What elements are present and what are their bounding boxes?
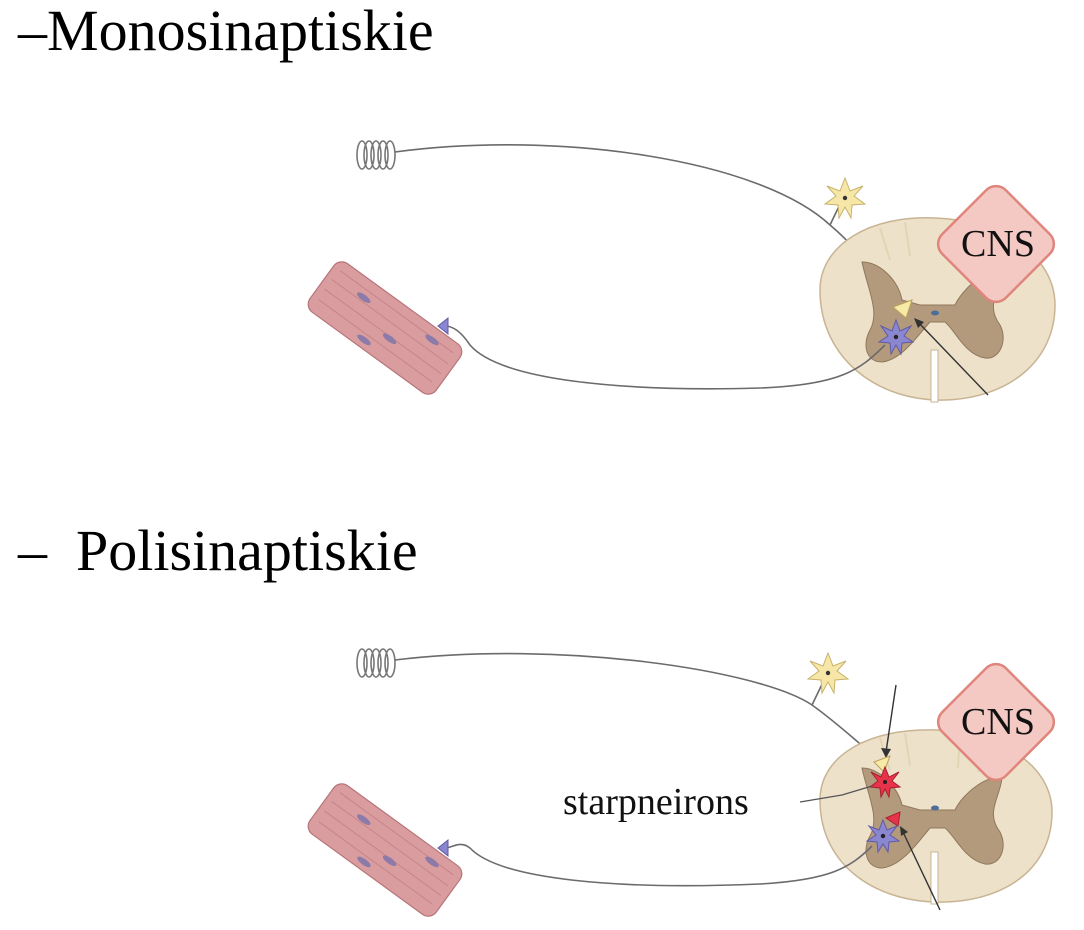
- cns-label: CNS: [961, 701, 1035, 743]
- section-title-polysynaptic: – Polisinaptiskie: [18, 522, 418, 580]
- interneuron-synapse: [884, 811, 901, 827]
- muscle-spindle-receptor: [356, 140, 396, 170]
- neuromuscular-junction: [437, 316, 449, 336]
- motor-efferent-fiber: [444, 843, 873, 887]
- motor-efferent-fiber: [444, 325, 886, 390]
- motor-neuron-cell-body: [877, 318, 915, 356]
- cns-badge: CNS: [936, 184, 1056, 304]
- sensory-neuron-cell-body: [806, 651, 850, 695]
- interneuron-cell-body: [868, 765, 902, 799]
- monosynaptic-diagram: CNS: [307, 140, 1056, 403]
- skeletal-muscle: [307, 261, 463, 395]
- synapse-terminal: [892, 299, 913, 319]
- synapse-terminal: [873, 755, 891, 773]
- callout-leader-line: [799, 785, 873, 803]
- section-title-monosynaptic: –Monosinaptiskie: [18, 2, 434, 60]
- pointer-line-top: [885, 684, 897, 753]
- sensory-afferent-fiber: [394, 652, 881, 761]
- title-text: Monosinaptiskie: [47, 0, 434, 63]
- cns-badge: CNS: [936, 662, 1056, 782]
- callout-label-interneuron: starpneirons: [563, 781, 749, 823]
- polysynaptic-diagram: starpneirons CNS: [307, 648, 1056, 917]
- title-dash: –: [18, 518, 47, 583]
- pointer-line: [917, 321, 989, 396]
- skeletal-muscle: [307, 783, 463, 917]
- title-text: Polisinaptiskie: [76, 518, 418, 583]
- cns-label: CNS: [961, 223, 1035, 265]
- sensory-neuron-cell-body: [823, 176, 867, 220]
- motor-neuron-cell-body: [865, 818, 901, 854]
- muscle-spindle-receptor: [356, 648, 396, 678]
- neuromuscular-junction: [437, 838, 449, 858]
- title-dash: –: [18, 0, 47, 63]
- pointer-line-bottom: [902, 831, 941, 911]
